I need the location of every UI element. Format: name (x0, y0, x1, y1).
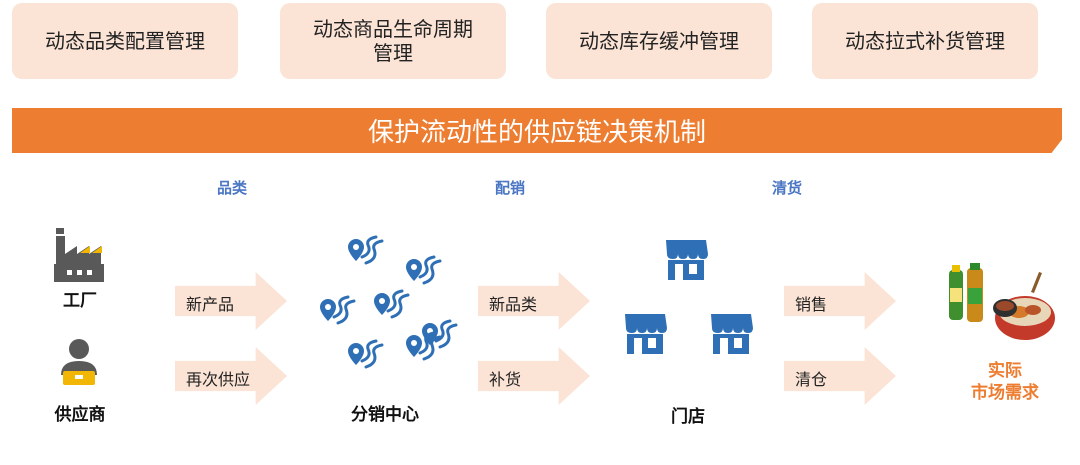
arrow-label-new-product: 新产品 (186, 295, 235, 314)
store-label: 门店 (671, 407, 705, 427)
arrow-label-new-category: 新品类 (489, 295, 538, 314)
store-icon (625, 314, 667, 354)
supplier-icon (61, 339, 97, 385)
top-box-pull-replenishment: 动态拉式补货管理 (812, 3, 1038, 79)
products-image (949, 263, 1055, 340)
top-box-product-lifecycle: 动态商品生命周期 管理 (280, 3, 506, 79)
market-demand-line1: 实际 (988, 361, 1022, 381)
market-demand-line2: 市场需求 (971, 383, 1039, 403)
supplier-label: 供应商 (54, 405, 106, 425)
factory-icon (54, 228, 104, 282)
arrow-label-resupply: 再次供应 (186, 370, 251, 389)
banner-title: 保护流动性的供应链决策机制 (12, 108, 1062, 153)
arrow-label-clearance: 清仓 (795, 370, 828, 389)
stage-label-distribution: 配销 (494, 179, 526, 197)
arrow-label-replenish: 补货 (489, 370, 522, 389)
factory-label: 工厂 (63, 291, 97, 311)
market-demand-label: 实际 市场需求 (971, 360, 1039, 404)
arrow-label-sales: 销售 (795, 295, 828, 314)
distribution-center-label: 分销中心 (351, 405, 419, 425)
distribution-route-icons (318, 235, 458, 369)
stage-label-clearance: 清货 (771, 179, 803, 197)
store-icon (666, 240, 708, 280)
stage-label-category: 品类 (216, 179, 248, 197)
top-box-inventory-buffer: 动态库存缓冲管理 (546, 3, 772, 79)
top-box-category-config: 动态品类配置管理 (12, 3, 238, 79)
store-icon (711, 314, 753, 354)
